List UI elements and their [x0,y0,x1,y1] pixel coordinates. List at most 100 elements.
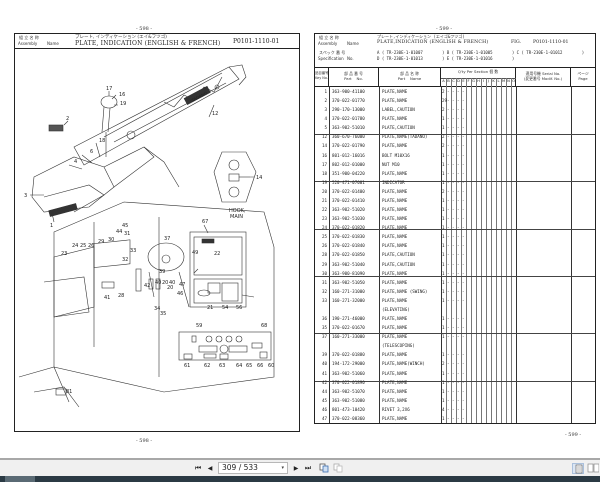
key-no-cell: 35 [321,325,327,331]
taskbar-item[interactable] [5,476,35,482]
part-name-cell: NUT M10 [382,161,400,167]
title-jp: プレート,インディケーション (エイゴ&フツゴ) [377,34,465,39]
qty-dash: - [462,89,465,94]
qty-dash: - [447,134,450,140]
qty-dash: - [447,98,450,104]
qty-dash: - [462,370,465,376]
next-page-icon: ▶ [293,465,299,472]
col-part-name: 部 品 名 称 Part Name [379,68,441,86]
qty-dash: - [457,134,460,140]
part-no-cell: 370-022-01790 [332,143,365,149]
page-number-input[interactable]: 309 / 533 ▾ [218,462,288,474]
svg-text:20: 20 [162,280,168,286]
qty-dash: - [457,288,460,294]
qty-cell: 2 [442,188,445,194]
svg-text:17: 17 [106,86,112,92]
svg-text:63: 63 [219,363,225,369]
svg-text:29: 29 [98,239,104,245]
spec-label-jp: スペック 番 号 [319,50,346,55]
key-no-cell: 14 [321,143,327,149]
qty-dash: - [457,125,460,131]
assembly-header: 組 立 名 称 Assembly Name プレート, インディケーション (エ… [14,33,300,49]
qty-dash: - [457,279,460,285]
single-page-view-button[interactable] [572,463,584,474]
qty-dash: - [452,397,455,403]
qty-dash: - [447,216,450,222]
qty-dash: - [457,415,460,421]
paste-page-icon [333,463,343,473]
part-no-cell: 363-902-51020 [332,207,365,213]
part-no-cell: 801-473-10420 [332,406,365,412]
qty-dash: - [462,188,465,194]
qty-dash: - [447,406,450,412]
part-no-cell: 370-022-01820 [332,225,365,231]
last-page-button[interactable]: ⏭ [303,463,313,474]
part-name-cell: PLATE,CAUTION [382,252,415,258]
qty-cell: 1 [442,179,445,185]
key-no-cell: 2 [324,98,327,104]
next-page-button[interactable]: ▶ [291,463,301,474]
key-no-cell: 23 [321,216,327,222]
key-no-cell: 1 [324,89,327,94]
part-name-cell: PLATE,NAME [382,234,408,240]
qty-cell: 1 [442,197,445,203]
key-no-cell: 36 [321,316,327,322]
svg-text:44: 44 [116,229,122,235]
qty-cell: 1 [442,216,445,222]
document-viewport[interactable]: - 598 - 組 立 名 称 Assembly Name プレート, インディ… [0,0,600,458]
facing-pages-view-button[interactable] [587,463,599,474]
qty-cell: 1 [442,161,445,167]
part-no-cell: 194-172-29000 [332,361,365,367]
qty-dash: - [447,143,450,149]
paste-page-button[interactable] [332,463,344,474]
table-row: (TELESCOPING) [315,341,595,350]
part-name-cell: PLATE,NAME(WINCH) [382,361,425,367]
qty-dash: - [452,379,455,385]
qty-cell: 1 [442,379,445,385]
svg-text:59: 59 [196,323,202,329]
qty-cell: 1 [442,116,445,122]
part-no-cell: 360-670-76000 [332,134,365,140]
qty-cell: 1 [442,297,445,303]
part-no-cell: 370-022-01670 [332,325,365,331]
qty-dash: - [457,89,460,94]
svg-text:28: 28 [118,293,124,299]
key-no-cell: 41 [321,370,327,376]
qty-dash: - [452,134,455,140]
part-no-cell: 370-022-08360 [332,415,365,421]
qty-cell: 2 [442,361,445,367]
qty-dash: - [452,125,455,131]
qty-dash: - [452,316,455,322]
svg-text:19: 19 [120,101,126,107]
qty-dash: - [447,252,450,258]
qty-dash: - [447,288,450,294]
qty-dash: - [457,152,460,158]
qty-dash: - [457,370,460,376]
copy-page-button[interactable] [318,463,330,474]
spec-label: Specification [318,56,344,61]
part-no-cell: 363-902-51060 [332,370,365,376]
svg-text:60: 60 [268,363,274,369]
qty-dash: - [462,261,465,267]
part-no-cell: 370-022-01770 [332,98,365,104]
qty-dash: - [457,216,460,222]
svg-text:2: 2 [66,116,69,122]
page-dropdown-icon[interactable]: ▾ [281,465,284,471]
qty-dash: - [452,188,455,194]
key-no-cell: 28 [321,252,327,258]
first-page-button[interactable]: ⏮ [193,463,203,474]
qty-dash: - [447,116,450,122]
key-no-cell: 5 [324,125,327,131]
qty-dash: - [447,197,450,203]
diagram-frame [14,47,300,432]
qty-dash: - [447,170,450,176]
previous-page-button[interactable]: ◀ [205,463,215,474]
